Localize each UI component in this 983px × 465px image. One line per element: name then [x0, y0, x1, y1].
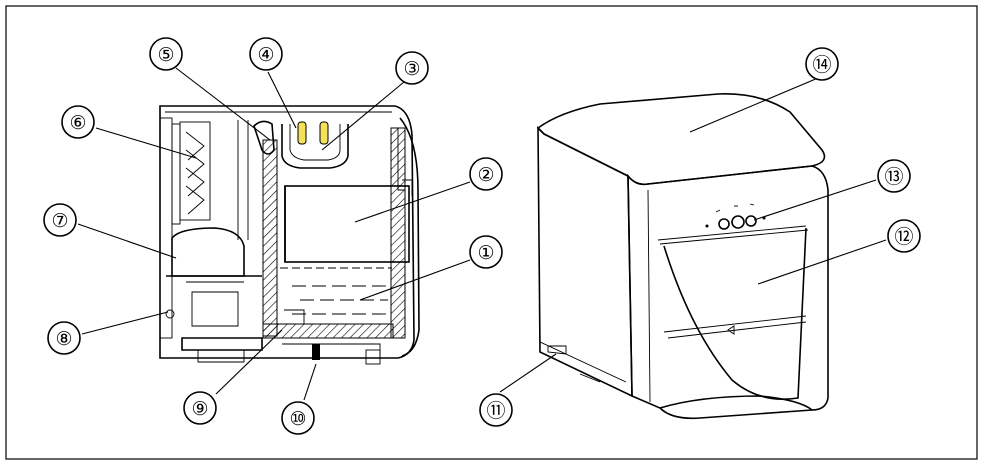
brand-logo-mark — [727, 325, 735, 335]
callout-circle — [47, 321, 81, 355]
callout-circle — [43, 203, 77, 237]
callout-3: ③ — [395, 51, 429, 85]
callout-label: ⑧ — [55, 328, 72, 350]
callout-label: ⑨ — [191, 398, 208, 420]
compressor — [171, 227, 245, 277]
insulation-wall-left — [262, 139, 278, 337]
callout-13: ⑬ — [877, 159, 911, 193]
callout-circle — [149, 37, 183, 71]
callout-circle — [249, 37, 283, 71]
callout-circle — [805, 47, 839, 81]
callout-4: ④ — [249, 37, 283, 71]
base-vent — [547, 345, 567, 355]
callout-circle — [479, 393, 513, 427]
water-pipe — [253, 120, 275, 155]
callout-label: ⑦ — [51, 210, 68, 232]
callout-label: ① — [477, 242, 494, 264]
frame-border — [5, 5, 978, 460]
callout-circle — [469, 235, 503, 269]
callout-circle — [281, 401, 315, 435]
cutaway-housing — [159, 105, 415, 359]
dispenser-door — [663, 227, 807, 400]
callout-label: ② — [477, 164, 494, 186]
callout-2: ② — [469, 157, 503, 191]
callout-12: ⑫ — [887, 219, 921, 253]
lid-top — [536, 93, 826, 186]
callout-label: ⑩ — [289, 408, 306, 430]
exterior-view — [536, 93, 829, 420]
callout-label: ⑥ — [69, 112, 86, 134]
lamp-left — [297, 121, 307, 145]
front-panel — [627, 165, 829, 420]
callout-5: ⑤ — [149, 37, 183, 71]
callout-circle — [61, 105, 95, 139]
callout-circle — [469, 157, 503, 191]
callout-1: ① — [469, 235, 503, 269]
lamp-right — [319, 121, 329, 145]
callout-circle — [887, 219, 921, 253]
leader-lines — [77, 67, 887, 401]
callout-label: ⑬ — [884, 166, 903, 188]
cutaway-view — [159, 105, 420, 365]
callout-label: ④ — [257, 44, 274, 66]
callout-label: ⑭ — [812, 54, 831, 76]
lamp-bracket — [281, 124, 349, 169]
callout-label: ③ — [403, 58, 420, 80]
callout-circle — [877, 159, 911, 193]
evaporator — [284, 185, 410, 263]
callout-7: ⑦ — [43, 203, 77, 237]
control-panel — [705, 203, 766, 230]
insulation-wall-bottom — [262, 323, 394, 339]
callout-10: ⑩ — [281, 401, 315, 435]
callout-circle — [395, 51, 429, 85]
side-panel — [537, 126, 633, 398]
button-right[interactable] — [745, 215, 757, 227]
drain-plug — [312, 344, 320, 360]
callout-label: ⑪ — [486, 400, 505, 422]
callout-label: ⑫ — [894, 226, 913, 248]
button-left[interactable] — [718, 218, 730, 230]
callout-8: ⑧ — [47, 321, 81, 355]
fan-grille — [179, 121, 211, 221]
callout-6: ⑥ — [61, 105, 95, 139]
callout-14: ⑭ — [805, 47, 839, 81]
callout-circle — [183, 391, 217, 425]
callout-9: ⑨ — [183, 391, 217, 425]
button-center[interactable] — [731, 215, 745, 229]
callout-label: ⑤ — [157, 44, 174, 66]
callout-11: ⑪ — [479, 393, 513, 427]
